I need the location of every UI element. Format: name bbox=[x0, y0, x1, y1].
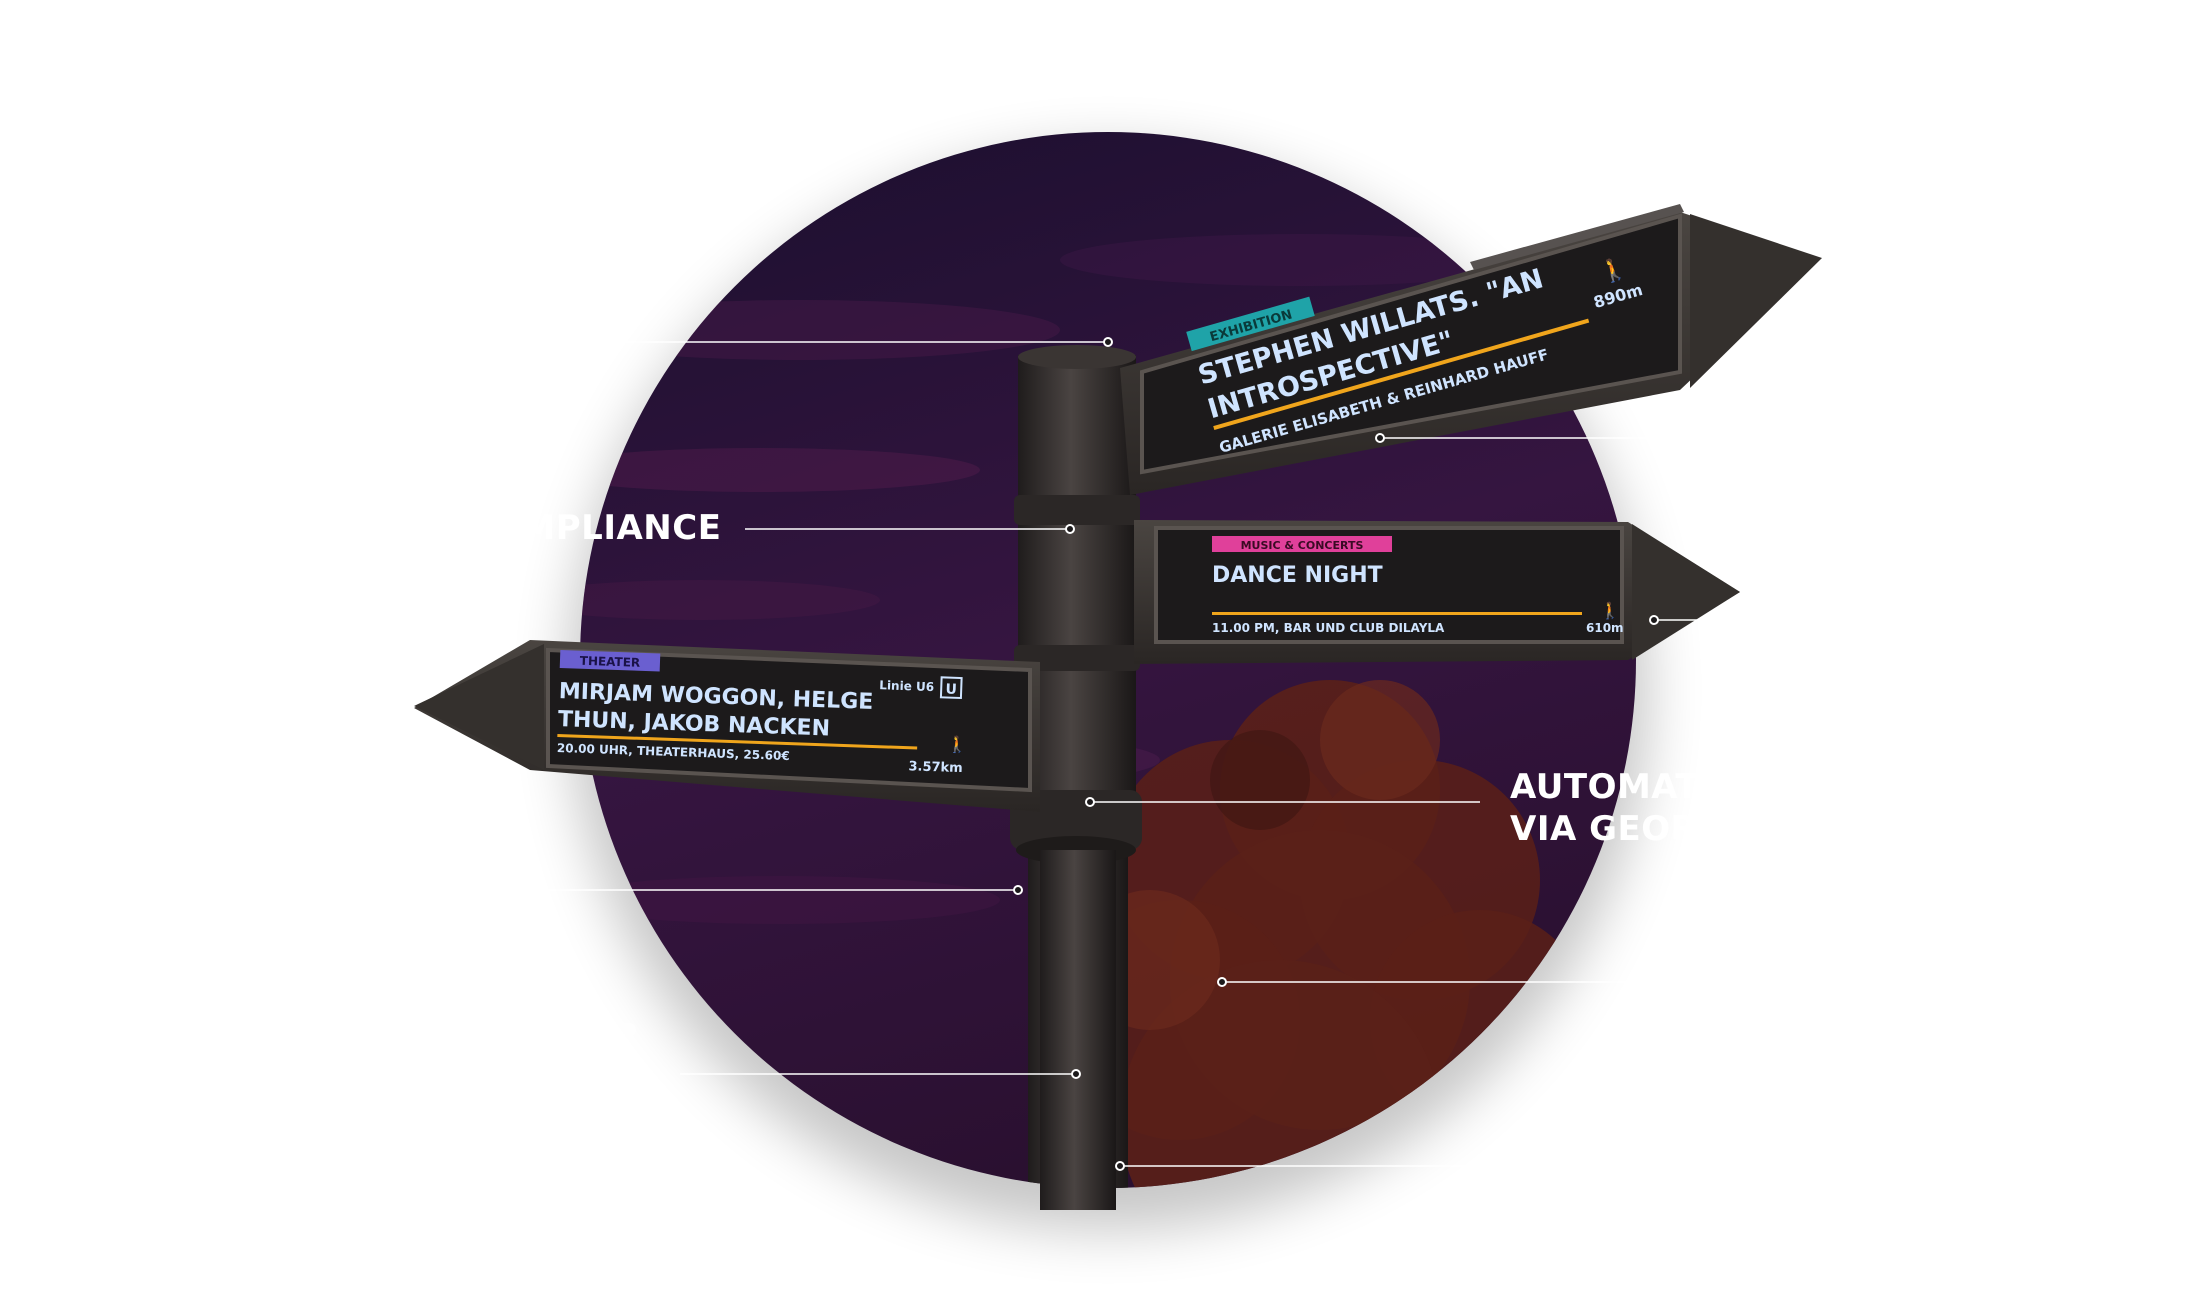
u-bahn-icon bbox=[939, 676, 963, 700]
leader-lines bbox=[540, 341, 1750, 1167]
leader-dots bbox=[1013, 337, 1659, 1171]
walking-icon: 🚶 bbox=[947, 735, 968, 755]
theater-accent-line bbox=[557, 733, 918, 750]
callout-right-top: ( bbox=[1718, 463, 1735, 503]
sign-music: MUSIC & CONCERTS DANCE NIGHT 11.00 PM, B… bbox=[1134, 520, 1740, 664]
theater-category: THEATER bbox=[580, 654, 641, 670]
exhibition-accent-line bbox=[1213, 318, 1590, 430]
music-details: 11.00 PM, BAR UND CLUB DILAYLA bbox=[1212, 621, 1445, 635]
callout-alignment: AUTOMATIC AL VIA GEOREFER bbox=[1510, 767, 1800, 849]
callout-left-lower: OR bbox=[584, 1017, 641, 1057]
theater-distance: 3.57km bbox=[908, 759, 963, 776]
callout-right-lower: IS bbox=[1712, 939, 1751, 979]
sign-theater: THEATER MIRJAM WOGGON, HELGE THUN, JAKOB… bbox=[414, 640, 1040, 812]
walking-icon: 🚶 bbox=[1600, 601, 1620, 620]
callout-compliance: OMPLIANCE bbox=[492, 508, 722, 548]
music-title: DANCE NIGHT bbox=[1212, 563, 1383, 588]
pole-upper bbox=[1010, 345, 1142, 1210]
theater-transit: Linie U6 bbox=[879, 678, 934, 694]
music-accent-line bbox=[1212, 612, 1582, 615]
music-distance: 610m bbox=[1586, 621, 1624, 635]
callout-bottom-right: YEA bbox=[1538, 1125, 1614, 1165]
u-bahn-badge: U bbox=[945, 681, 957, 697]
music-category: MUSIC & CONCERTS bbox=[1241, 539, 1364, 552]
